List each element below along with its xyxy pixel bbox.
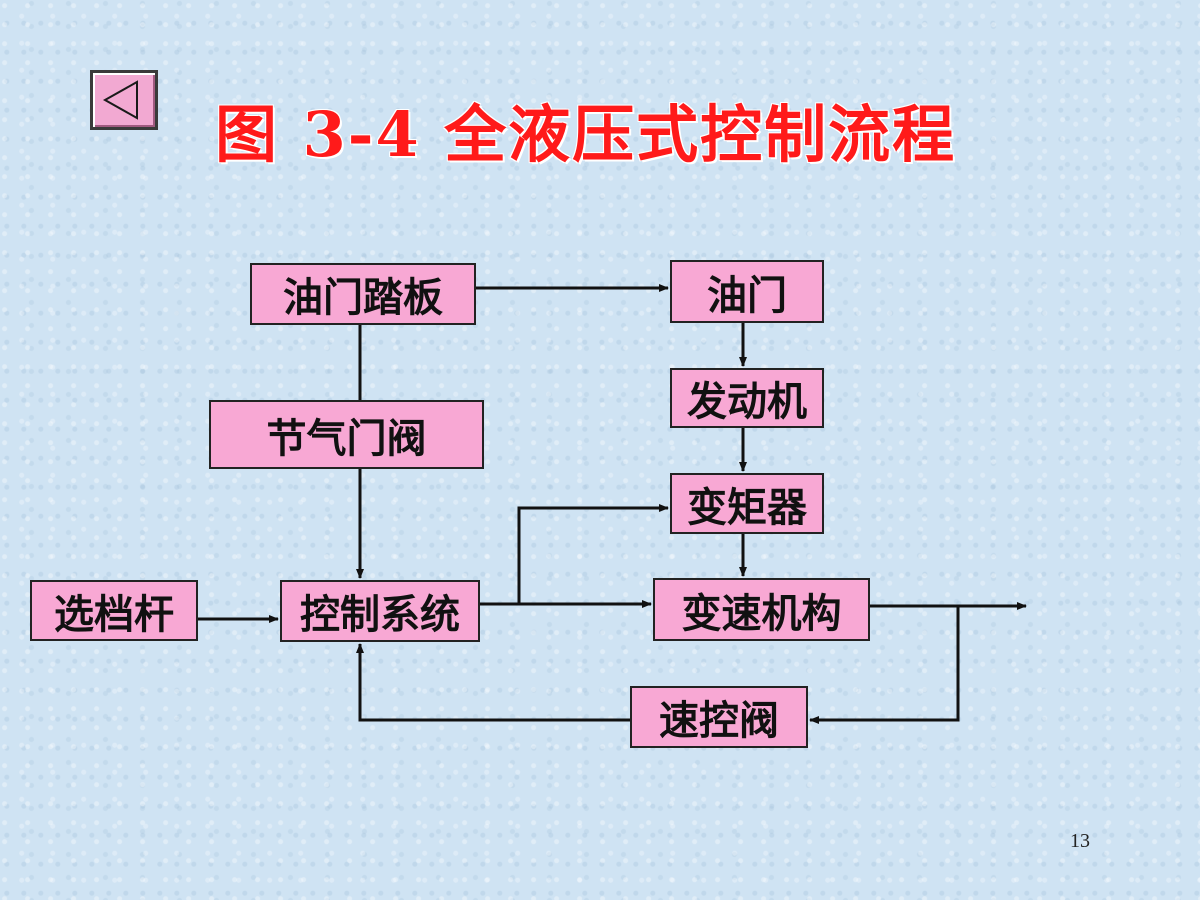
node-throttle-pedal: 油门踏板 [250,263,476,325]
node-torque-converter: 变矩器 [670,473,824,534]
arrow-speed-valve-to-control [356,643,630,722]
left-triangle-icon [102,80,138,120]
node-transmission: 变速机构 [653,578,870,641]
node-gear-selector: 选档杆 [30,580,198,641]
page-number: 13 [1070,830,1090,852]
arrow-control-to-converter [517,504,669,604]
node-throttle: 油门 [670,260,824,323]
node-control-system: 控制系统 [280,580,480,642]
arrow-transmission-to-speed-valve [809,606,960,724]
node-speed-valve: 速控阀 [630,686,808,748]
page-title: 图 3-4 全液压式控制流程 [215,98,957,171]
node-engine: 发动机 [670,368,824,428]
back-button[interactable] [90,70,158,130]
node-throttle-valve: 节气门阀 [209,400,484,469]
